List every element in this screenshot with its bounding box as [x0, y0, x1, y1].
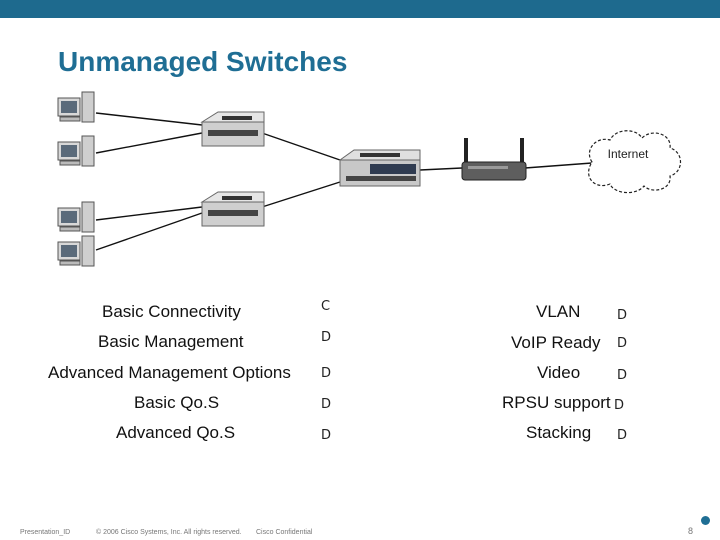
- feature-rpsu-support: RPSU support: [502, 393, 611, 412]
- feature-mark: D: [617, 368, 628, 383]
- switch-icon: [200, 111, 265, 147]
- feature-mark: D: [617, 336, 628, 351]
- link-pc2-switch1: [95, 132, 203, 154]
- feature-basic-management: Basic Management: [98, 332, 244, 351]
- corner-dot: [701, 516, 710, 525]
- page-number: 8: [688, 526, 694, 536]
- feature-basic-connectivity: Basic Connectivity: [102, 302, 241, 321]
- feature-mark: D: [321, 397, 332, 412]
- switch-icon: [200, 191, 265, 227]
- wireless-router-icon: [461, 138, 527, 181]
- feature-mark: D: [617, 428, 628, 443]
- link-pc4-switch2: [95, 212, 203, 251]
- feature-mark: D: [614, 398, 625, 413]
- footer-copyright: © 2006 Cisco Systems, Inc. All rights re…: [96, 529, 242, 536]
- page-title: Unmanaged Switches: [58, 46, 348, 77]
- link-pc3-switch2: [95, 206, 203, 221]
- internet-label: Internet: [608, 147, 649, 161]
- feature-basic-qos: Basic Qo.S: [134, 393, 220, 412]
- feature-mark: D: [321, 330, 332, 345]
- pc-icon: [57, 135, 95, 167]
- link-switch2-core: [261, 181, 341, 208]
- pc-icon: [57, 201, 95, 233]
- top-bar: [0, 0, 720, 18]
- link-router-cloud: [524, 162, 593, 169]
- feature-mark: D: [321, 366, 332, 381]
- feature-voip-ready: VoIP Ready: [511, 333, 601, 352]
- feature-mark: C: [321, 299, 331, 314]
- link-switch1-core: [261, 132, 341, 161]
- feature-mark: D: [617, 308, 628, 323]
- connection-lines: [95, 112, 593, 251]
- feature-advanced-qos: Advanced Qo.S: [116, 423, 236, 442]
- feature-video: Video: [537, 363, 581, 382]
- feature-vlan: VLAN: [536, 302, 581, 321]
- feature-stacking: Stacking: [526, 423, 592, 442]
- link-pc1-switch1: [95, 112, 203, 126]
- link-core-router: [419, 167, 463, 171]
- footer-presentation-id: Presentation_ID: [20, 529, 71, 536]
- pc-icon: [57, 235, 95, 267]
- core-switch-icon: [338, 149, 421, 187]
- footer-confidential: Cisco Confidential: [256, 529, 313, 536]
- feature-mark: D: [321, 428, 332, 443]
- pc-icon: [57, 91, 95, 123]
- internet-cloud-icon: [588, 130, 682, 194]
- feature-advanced-management-options: Advanced Management Options: [48, 363, 291, 382]
